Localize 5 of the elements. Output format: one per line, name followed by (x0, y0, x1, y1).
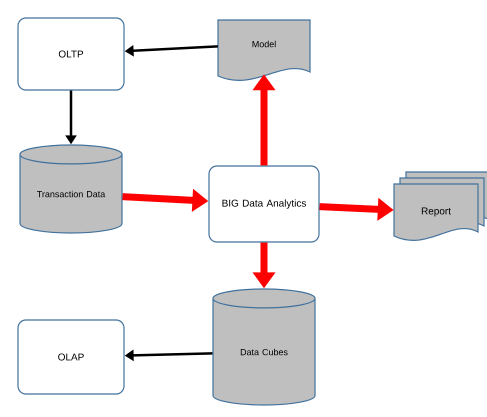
process-box: BIG Data Analytics (208, 165, 320, 243)
database-cylinder: Data Cubes (212, 288, 316, 406)
database-cylinder: Transaction Data (19, 144, 123, 234)
process-box: OLTP (17, 17, 125, 91)
process-box: OLAP (17, 319, 125, 395)
